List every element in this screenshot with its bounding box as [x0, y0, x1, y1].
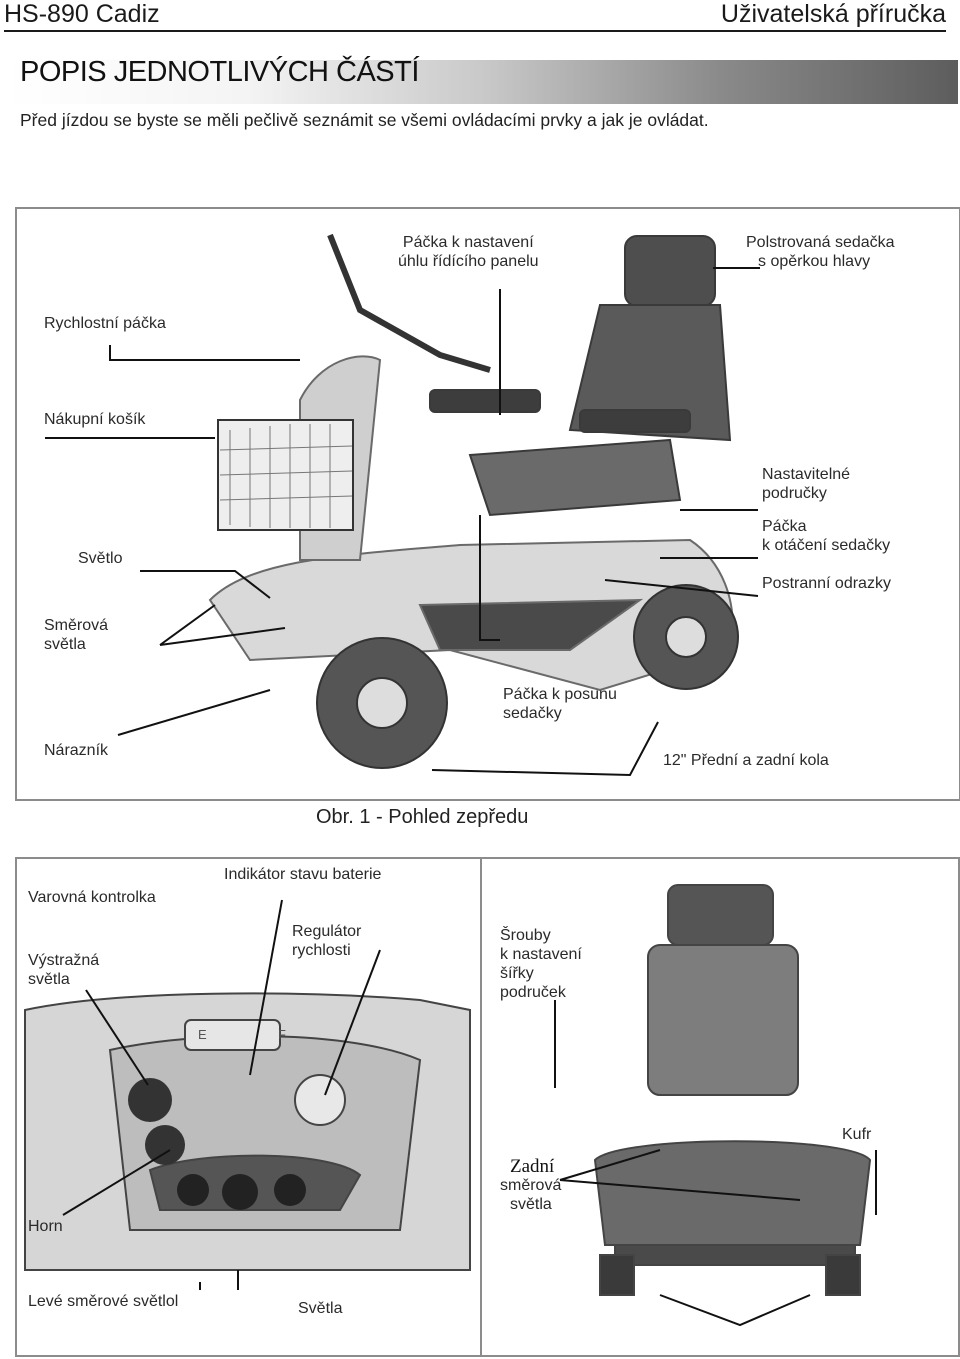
label-rear-indicators: Zadní směrová světla [500, 1157, 561, 1214]
label-trunk: Kufr [842, 1125, 871, 1144]
